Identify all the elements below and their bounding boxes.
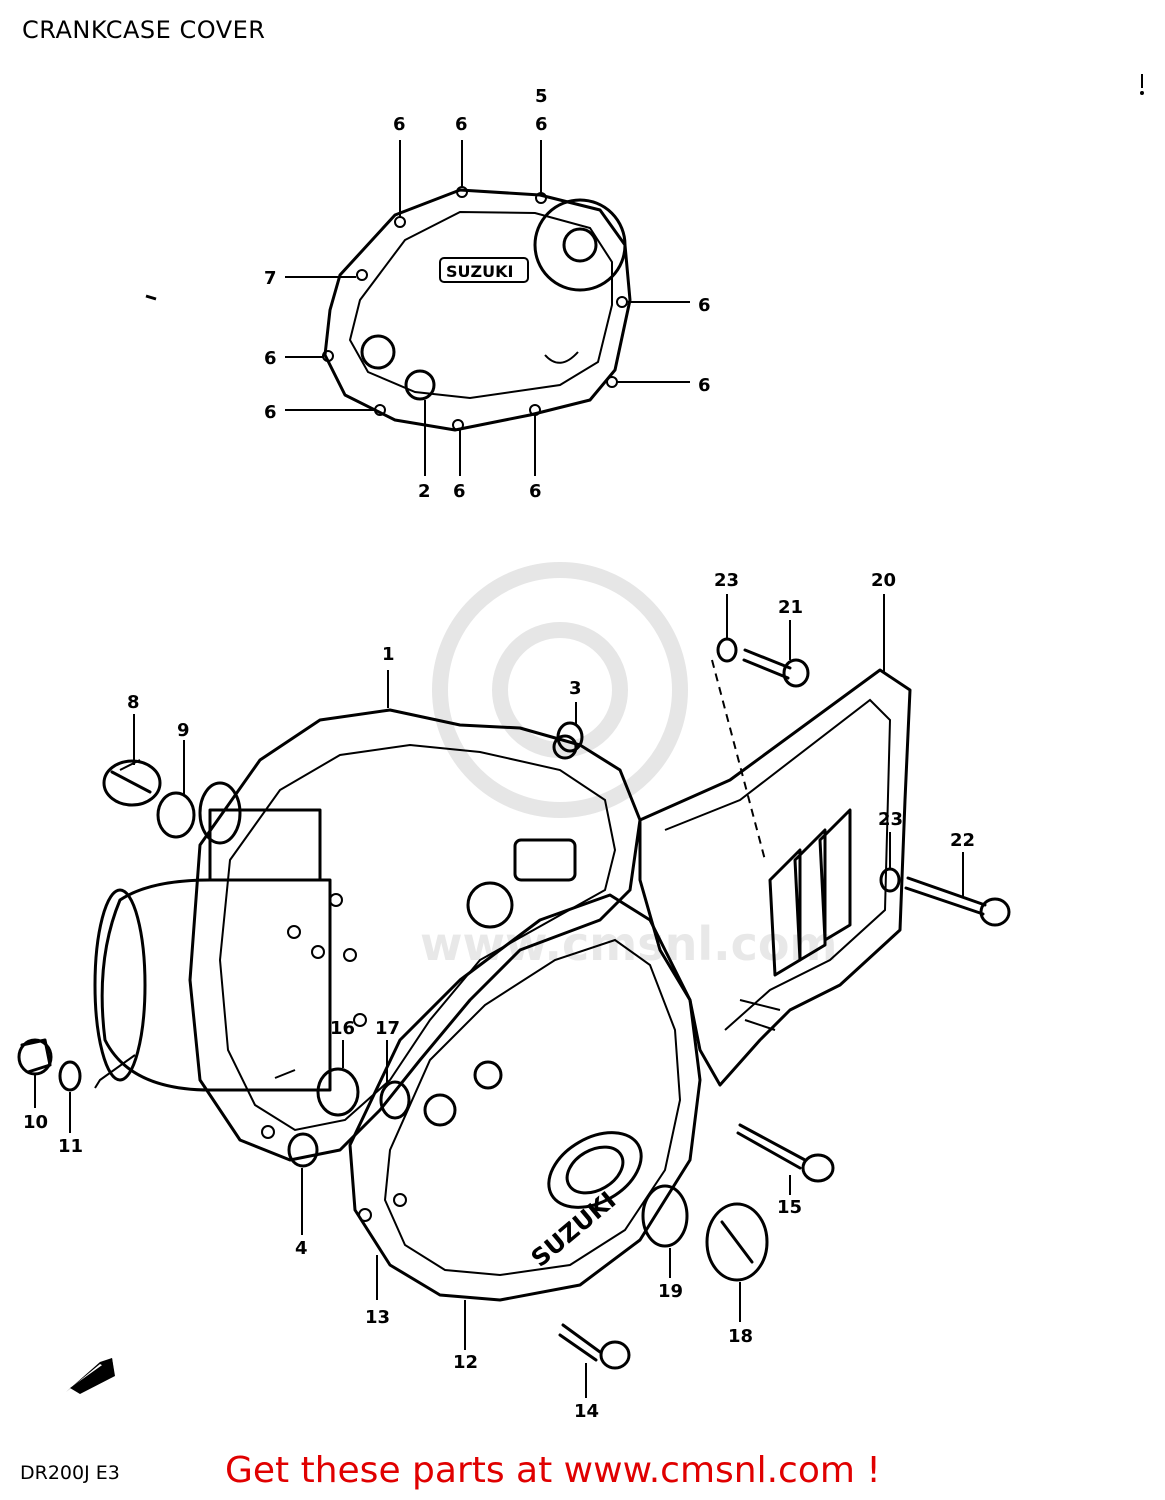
part-21-bolt — [742, 648, 810, 688]
callout-20: 20 — [871, 570, 896, 591]
callout-8: 8 — [127, 692, 140, 713]
callout-9: 9 — [177, 720, 190, 741]
part-11-gasket — [58, 1060, 82, 1092]
sprocket-cover — [638, 668, 912, 1087]
callout-6: 6 — [455, 114, 468, 135]
promo-link[interactable]: Get these parts at www.cmsnl.com ! — [225, 1450, 881, 1491]
part-15-bolt — [736, 1123, 835, 1183]
front-arrow-icon — [66, 1358, 115, 1394]
callout-22: 22 — [950, 830, 975, 851]
callout-12: 12 — [453, 1352, 478, 1373]
clutch-cover-upper: SUZUKI — [322, 186, 632, 432]
callout-15: 15 — [777, 1197, 802, 1218]
model-code: DR200J E3 — [20, 1462, 120, 1484]
callout-23: 23 — [714, 570, 739, 591]
callout-19: 19 — [658, 1281, 683, 1302]
part-3-dowel — [556, 721, 584, 753]
part-14-bolt — [558, 1323, 631, 1370]
main-cover-logo: SUZUKI — [526, 1186, 622, 1273]
part-22-bolt — [904, 876, 1011, 927]
callouts: 5 6 6 6 7 6 6 6 6 2 6 6 23 20 21 1 3 8 9… — [23, 86, 975, 1422]
callout-6: 6 — [535, 114, 548, 135]
part-19-o-ring — [641, 1184, 689, 1248]
callout-7: 7 — [264, 268, 277, 289]
callout-6: 6 — [393, 114, 406, 135]
callout-5: 5 — [535, 86, 548, 107]
part-18-cap — [705, 1202, 769, 1282]
callout-6: 6 — [264, 348, 277, 369]
part-23-washer-lower — [879, 867, 901, 893]
upper-leaders — [285, 140, 690, 476]
part-9-o-ring — [156, 791, 196, 839]
part-4-dowel — [287, 1132, 319, 1168]
callout-16: 16 — [330, 1018, 355, 1039]
callout-14: 14 — [574, 1401, 599, 1422]
lower-leaders — [34, 594, 964, 1398]
callout-23: 23 — [878, 809, 903, 830]
callout-11: 11 — [58, 1136, 83, 1157]
part-17-o-ring — [379, 1080, 411, 1120]
part-23-washer-upper — [716, 637, 738, 663]
callout-6: 6 — [453, 481, 466, 502]
watermark: www.cmsnl.com — [420, 562, 837, 971]
callout-13: 13 — [365, 1307, 390, 1328]
page-title: CRANKCASE COVER — [22, 16, 266, 44]
callout-21: 21 — [778, 597, 803, 618]
callout-17: 17 — [375, 1018, 400, 1039]
callout-10: 10 — [23, 1112, 48, 1133]
part-10-plug — [17, 1038, 53, 1076]
upper-cover-logo: SUZUKI — [446, 262, 513, 281]
callout-6: 6 — [698, 375, 711, 396]
callout-18: 18 — [728, 1326, 753, 1347]
callout-6: 6 — [698, 295, 711, 316]
callout-2: 2 — [418, 481, 431, 502]
callout-6: 6 — [264, 402, 277, 423]
callout-3: 3 — [569, 678, 582, 699]
callout-6: 6 — [529, 481, 542, 502]
part-16-plug — [316, 1067, 360, 1117]
crankcase-cover-main — [93, 708, 642, 1162]
callout-4: 4 — [295, 1238, 308, 1259]
assembly-line — [711, 659, 766, 861]
callout-1: 1 — [382, 644, 395, 665]
part-8-cap — [102, 759, 162, 807]
